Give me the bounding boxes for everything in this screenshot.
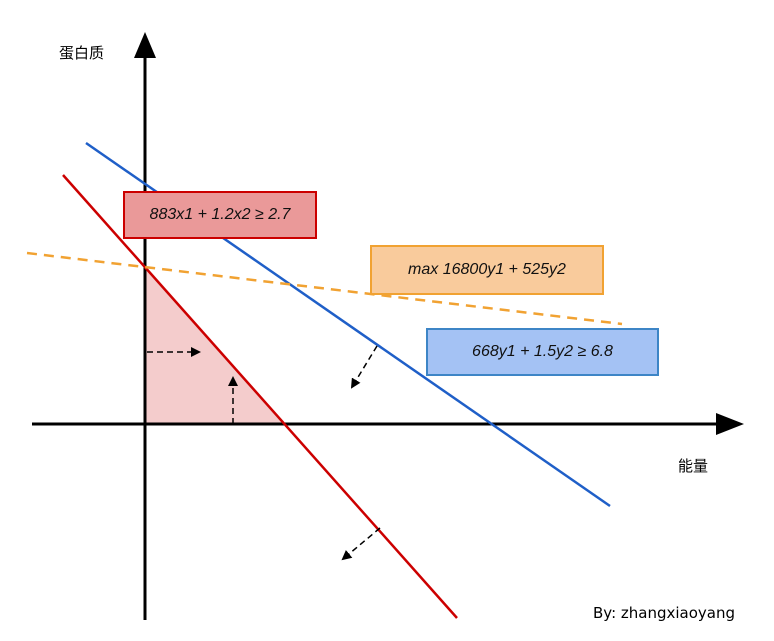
y-axis-arrowhead: [134, 32, 156, 58]
blue-constraint-label: 668y1 + 1.5y2 ≥ 6.8: [426, 328, 659, 376]
arrow-blue-normal: [350, 345, 378, 389]
arrow-red-normal: [341, 527, 381, 561]
objective-line: [26, 251, 623, 326]
y-axis-label: 蛋白质: [59, 44, 105, 62]
objective-label: max 16800y1 + 525y2: [370, 245, 604, 295]
red-constraint-line: [62, 174, 458, 619]
x-axis-label: 能量: [678, 457, 709, 475]
red-constraint-label: 883x1 + 1.2x2 ≥ 2.7: [123, 191, 317, 239]
author-credit: By: zhangxiaoyang: [593, 604, 736, 622]
x-axis-arrowhead: [716, 413, 744, 435]
